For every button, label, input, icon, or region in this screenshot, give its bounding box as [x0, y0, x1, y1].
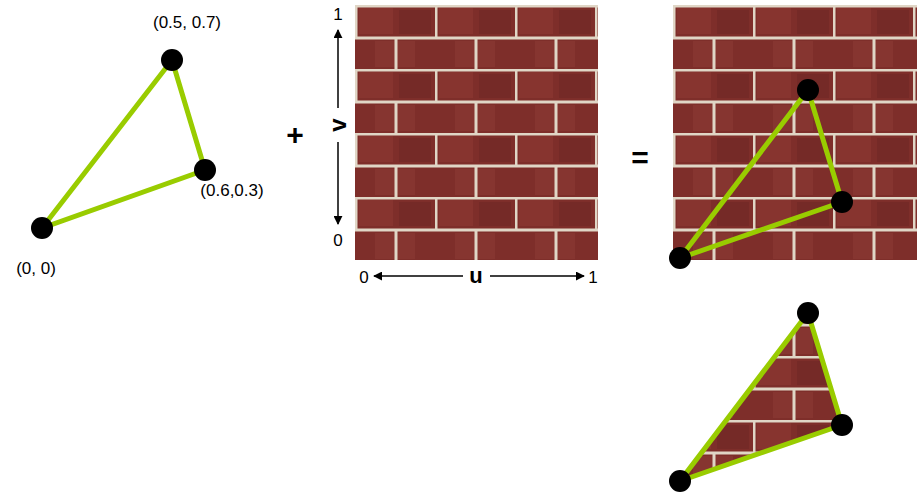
- operator-sign: +: [286, 120, 304, 150]
- vertex-coordinate: (0, 0): [16, 260, 56, 277]
- vertex-coordinate: (0.6,0.3): [200, 182, 263, 199]
- textured-triangle: [669, 302, 853, 492]
- axis-tick: 0: [333, 232, 342, 249]
- textured-result: [669, 5, 917, 269]
- axis-tick: 1: [588, 269, 597, 286]
- operator-sign: =: [631, 143, 649, 173]
- uv-triangle: [31, 49, 216, 239]
- axis-tick: 0: [359, 269, 368, 286]
- axis-tick: 1: [333, 6, 342, 23]
- axis-name: u: [469, 265, 482, 287]
- axis-name: v: [326, 118, 350, 131]
- vertex-coordinate: (0.5, 0.7): [153, 14, 221, 31]
- brick-texture: [355, 5, 598, 260]
